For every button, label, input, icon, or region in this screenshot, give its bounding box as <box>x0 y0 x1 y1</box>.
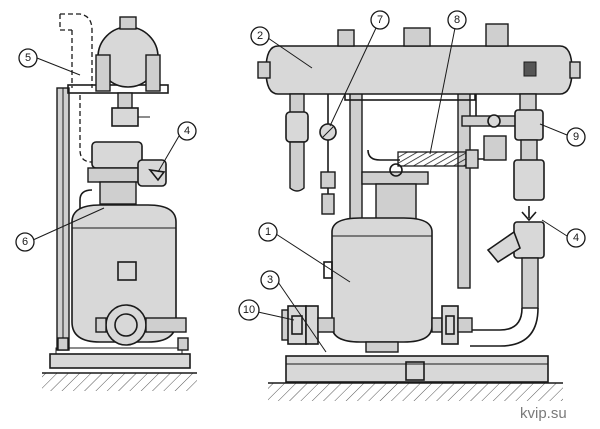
callout-8: 8 <box>447 10 467 30</box>
callout-2: 2 <box>250 26 270 46</box>
leader-line-4-right <box>541 219 568 237</box>
left-vent-pipe <box>60 13 93 88</box>
right-receiver-label <box>523 61 537 77</box>
right-flange-10 <box>287 305 307 345</box>
leader-line-7 <box>329 27 377 127</box>
left-valve-cluster <box>91 141 143 169</box>
left-ground-hatch <box>42 373 197 391</box>
leader-line-2 <box>267 37 313 69</box>
callout-4-left-label: 4 <box>184 125 190 137</box>
callout-4-right-label: 4 <box>573 232 579 244</box>
leader-line-6 <box>32 207 105 241</box>
callout-3: 3 <box>260 270 280 290</box>
callout-5: 5 <box>18 48 38 68</box>
watermark-text: kvip.su <box>520 405 567 422</box>
right-front-view <box>257 23 581 401</box>
right-flex-hose-8 <box>397 151 467 167</box>
callout-7: 7 <box>370 10 390 30</box>
callout-6: 6 <box>15 232 35 252</box>
leader-line-8 <box>429 27 456 155</box>
callout-10-label: 10 <box>243 304 255 316</box>
callout-7-label: 7 <box>377 14 383 26</box>
left-receiver-nozzle <box>119 16 137 30</box>
right-sight-glass <box>289 141 305 192</box>
callout-1-label: 1 <box>265 226 271 238</box>
callout-1: 1 <box>258 222 278 242</box>
right-receiver-nozzle-a <box>337 29 355 47</box>
right-receiver-endcap-left <box>257 61 271 79</box>
leader-line-1 <box>275 233 351 283</box>
leader-line-3 <box>277 281 327 353</box>
right-receiver-nozzle-b <box>403 27 431 47</box>
right-strainer-4 <box>513 221 545 259</box>
callout-8-label: 8 <box>454 14 460 26</box>
right-outlet-flange <box>441 305 459 345</box>
leader-line-10 <box>257 311 295 321</box>
right-ground-hatch <box>268 383 563 401</box>
callout-10: 10 <box>238 299 260 321</box>
leader-line-4-left <box>157 135 180 173</box>
left-side-view <box>42 13 197 391</box>
callout-4-right: 4 <box>566 228 586 248</box>
callout-3-label: 3 <box>267 274 273 286</box>
left-nameplate <box>117 261 137 281</box>
right-return-bend <box>470 307 523 331</box>
left-check-valve <box>111 107 139 127</box>
callout-2-label: 2 <box>257 30 263 42</box>
right-ball-valve <box>487 114 501 128</box>
callout-9: 9 <box>566 127 586 147</box>
right-check-valve <box>513 159 545 201</box>
right-flow-arrow <box>521 206 537 222</box>
right-tank-cover <box>361 171 429 185</box>
right-base-frame <box>285 355 549 383</box>
left-receiver-leg-b <box>145 54 161 92</box>
left-outlet-pipe <box>145 317 187 333</box>
right-receiver-endcap-right <box>569 61 581 79</box>
callout-9-label: 9 <box>573 131 579 143</box>
left-inlet-fitting <box>99 181 137 205</box>
callout-5-label: 5 <box>25 52 31 64</box>
right-receiver-nozzle-c <box>485 23 509 47</box>
left-outlet-flange <box>105 304 147 346</box>
left-base-frame <box>55 347 183 355</box>
right-sight-fitting <box>285 111 309 143</box>
callout-6-label: 6 <box>22 236 28 248</box>
left-base-plate <box>49 353 191 369</box>
right-valve-9 <box>514 109 544 141</box>
callout-4-left: 4 <box>177 121 197 141</box>
leader-line-5 <box>36 57 81 76</box>
leader-line-9 <box>539 123 568 136</box>
right-receiver-tank <box>265 45 573 95</box>
left-receiver-leg-a <box>95 54 111 92</box>
